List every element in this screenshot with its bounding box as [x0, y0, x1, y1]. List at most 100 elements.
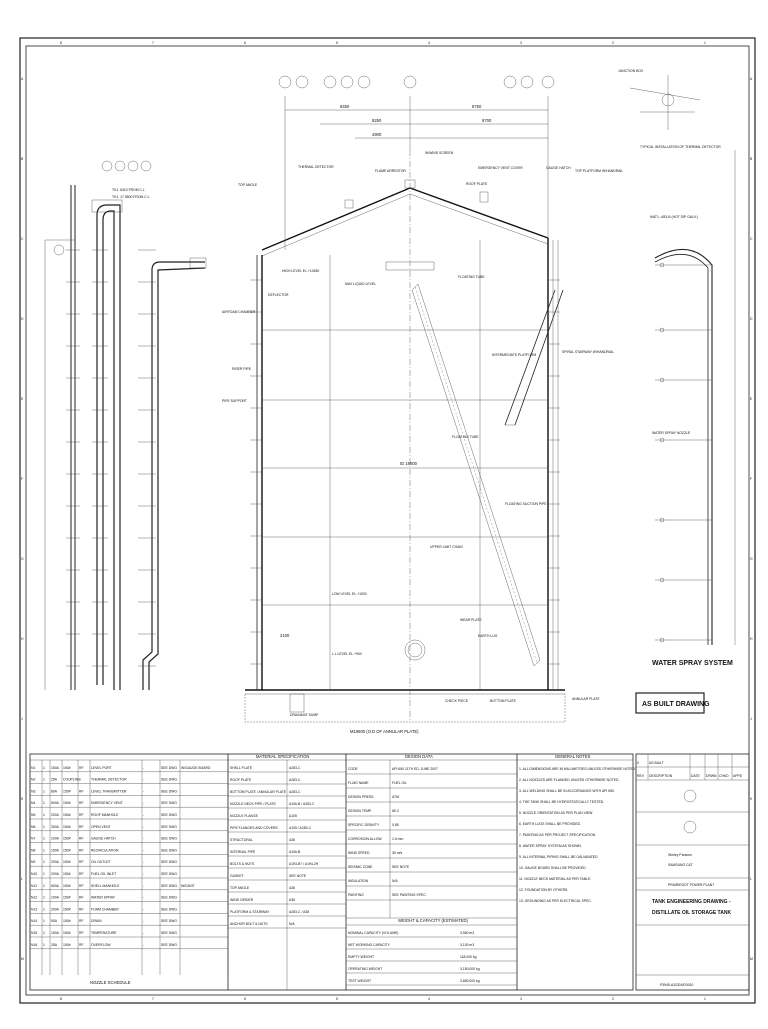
- material-item: GASKET: [230, 874, 244, 878]
- nozzle-cell: 150A: [51, 848, 60, 852]
- nozzle-cell: SEE DWG: [161, 813, 177, 817]
- spray-nozzle: [659, 517, 665, 523]
- callout-foam-chamber: AIRFOAM CHAMBER: [222, 310, 256, 314]
- grid-number-bottom: 5: [336, 997, 338, 1001]
- nozzle-cell: 1: [43, 943, 45, 947]
- nozzle-cell: RF: [79, 848, 84, 852]
- material-item: PIPE FLANGES AND COVERS: [230, 826, 278, 830]
- rev-cell: 0: [637, 761, 639, 765]
- grid-letter-right: B: [750, 157, 753, 161]
- nozzle-cell: -: [143, 778, 144, 782]
- nozzle-cell: 150#: [63, 801, 71, 805]
- nozzle-cell: N3: [31, 789, 35, 793]
- design-item: FLUID NAME: [348, 781, 369, 785]
- material-spec: A106-B: [289, 850, 301, 854]
- callout-thermal-note: TYPICAL INSTALLATION OF THERMAL DETECTOR: [640, 145, 721, 149]
- grid-letter-right: F: [750, 477, 752, 481]
- design-value: 65 C: [392, 809, 400, 813]
- callout-bottom-plate: BOTTOM PLATE: [490, 699, 517, 703]
- nozzle-cell: -: [143, 919, 144, 923]
- nozzle-cell: 1: [43, 860, 45, 864]
- nozzle-cell: 200A: [51, 872, 60, 876]
- material-item: ANCHOR BOLT & NUTS: [230, 922, 268, 926]
- nozzle-balloons-left: [53, 160, 152, 256]
- grid-number-bottom: 3: [520, 997, 522, 1001]
- design-item: INSULATION: [348, 879, 369, 883]
- water-spray-elevation: [654, 150, 736, 645]
- level-max: MAX LIQUID LEVEL: [345, 282, 376, 286]
- nozzle-cell: -: [143, 813, 144, 817]
- spray-rings: [655, 262, 712, 643]
- nozzle-cell: 25A: [51, 943, 58, 947]
- grid-number-bottom: 4: [428, 997, 430, 1001]
- nozzle-cell: SEE DWG: [161, 789, 177, 793]
- nozzle-cell: LEVEL PORT: [91, 766, 112, 770]
- material-spec: A193-B7 / A194-2H: [289, 862, 319, 866]
- material-item: ROOF PLATE: [230, 778, 252, 782]
- nozzle-cell: -: [143, 825, 144, 829]
- nozzle-cell: 150#: [63, 931, 71, 935]
- client-name: Worley Parsons: [668, 853, 692, 857]
- grid-number-top: 5: [336, 41, 338, 45]
- design-value: ATM: [392, 795, 399, 799]
- note-line: 1. ALL DIMENSIONS ARE IN MILLIMETRES UNL…: [519, 767, 636, 771]
- nozzle-cell: 150#: [63, 837, 71, 841]
- nozzle-cell: N13: [31, 907, 37, 911]
- material-item: PLATFORM & STAIRWAY: [230, 910, 270, 914]
- nozzle-cell: -: [143, 943, 144, 947]
- nozzle-cell: OVERFLOW: [91, 943, 111, 947]
- pipe-supports: [250, 279, 560, 665]
- design-item: CODE: [348, 767, 359, 771]
- nozzle-cell: SEE DWG: [161, 766, 177, 770]
- tank-elevation: [244, 150, 566, 723]
- spray-nozzle: [659, 437, 665, 443]
- nozzle-cell: 200A: [51, 813, 60, 817]
- nozzle-cell: 1: [43, 766, 45, 770]
- nozzle-cell: 150#: [63, 907, 71, 911]
- nozzle-cell: 1: [43, 837, 45, 841]
- nozzle-cell: FOAM CHAMBER: [91, 907, 119, 911]
- dim-8250: 8250: [372, 118, 382, 123]
- callout-gauge-hatch: GAUGE HATCH: [546, 166, 571, 170]
- nozzle-cell: RF: [79, 931, 84, 935]
- design-item: CORROSION ALLOW.: [348, 837, 382, 841]
- position-note-1: TK1. 6310 FROM C.L: [112, 188, 145, 192]
- design-value: 0.85: [392, 823, 399, 827]
- spray-nozzle: [659, 327, 665, 333]
- nozzle-cell: RF: [79, 789, 84, 793]
- nozzle-cell: N10: [31, 872, 37, 876]
- callout-upper-limit: UPPER LIMIT CHAIN: [430, 545, 463, 549]
- nozzle-cell: 200A: [51, 907, 60, 911]
- design-table-title: DESIGN DATA: [405, 754, 433, 759]
- note-line: 10. GAUGE BOARD SHALL BE PROVIDED.: [519, 866, 587, 870]
- grid-letter-right: M: [750, 957, 753, 961]
- nozzle-cell: 600A: [51, 801, 60, 805]
- nozzle-cell: W/GAUGE BOARD: [181, 766, 211, 770]
- grid-letter-right: C: [750, 237, 753, 241]
- nozzle-cell: N5: [31, 813, 35, 817]
- title-line-2: DISTILLATE OIL STORAGE TANK: [652, 910, 731, 916]
- dim-8450: 8450: [340, 104, 350, 109]
- nozzle-cell: 150#: [63, 813, 71, 817]
- design-value: FUEL OIL: [392, 781, 407, 785]
- grid-number-top: 2: [612, 41, 614, 45]
- nozzle-cell: SEE DWG: [161, 884, 177, 888]
- callout-pipe-support: PIPE SUPPORT: [222, 399, 247, 403]
- nozzle-cell: 150#: [63, 919, 71, 923]
- grid-letter-right: K: [750, 797, 753, 801]
- nozzle-cell: RF: [79, 801, 84, 805]
- inner-border: [25, 45, 750, 996]
- callout-wear-plate: WEAR PLATE: [460, 618, 482, 622]
- rev-cell: AS BUILT: [649, 761, 664, 765]
- nozzle-table-title: NOZZLE SCHEDULE: [90, 980, 131, 985]
- level-hh: HIGH LEVEL EL.+10450: [282, 269, 319, 273]
- grid-letter-right: J: [750, 717, 752, 721]
- nozzle-cell: 1: [43, 825, 45, 829]
- nozzle-cell: 150#: [63, 896, 71, 900]
- nozzle-cell: SEE DWG: [161, 801, 177, 805]
- callout-flame-arrestor: FLAME ARRESTOR: [375, 169, 406, 173]
- grid-letter-left: G: [21, 557, 24, 561]
